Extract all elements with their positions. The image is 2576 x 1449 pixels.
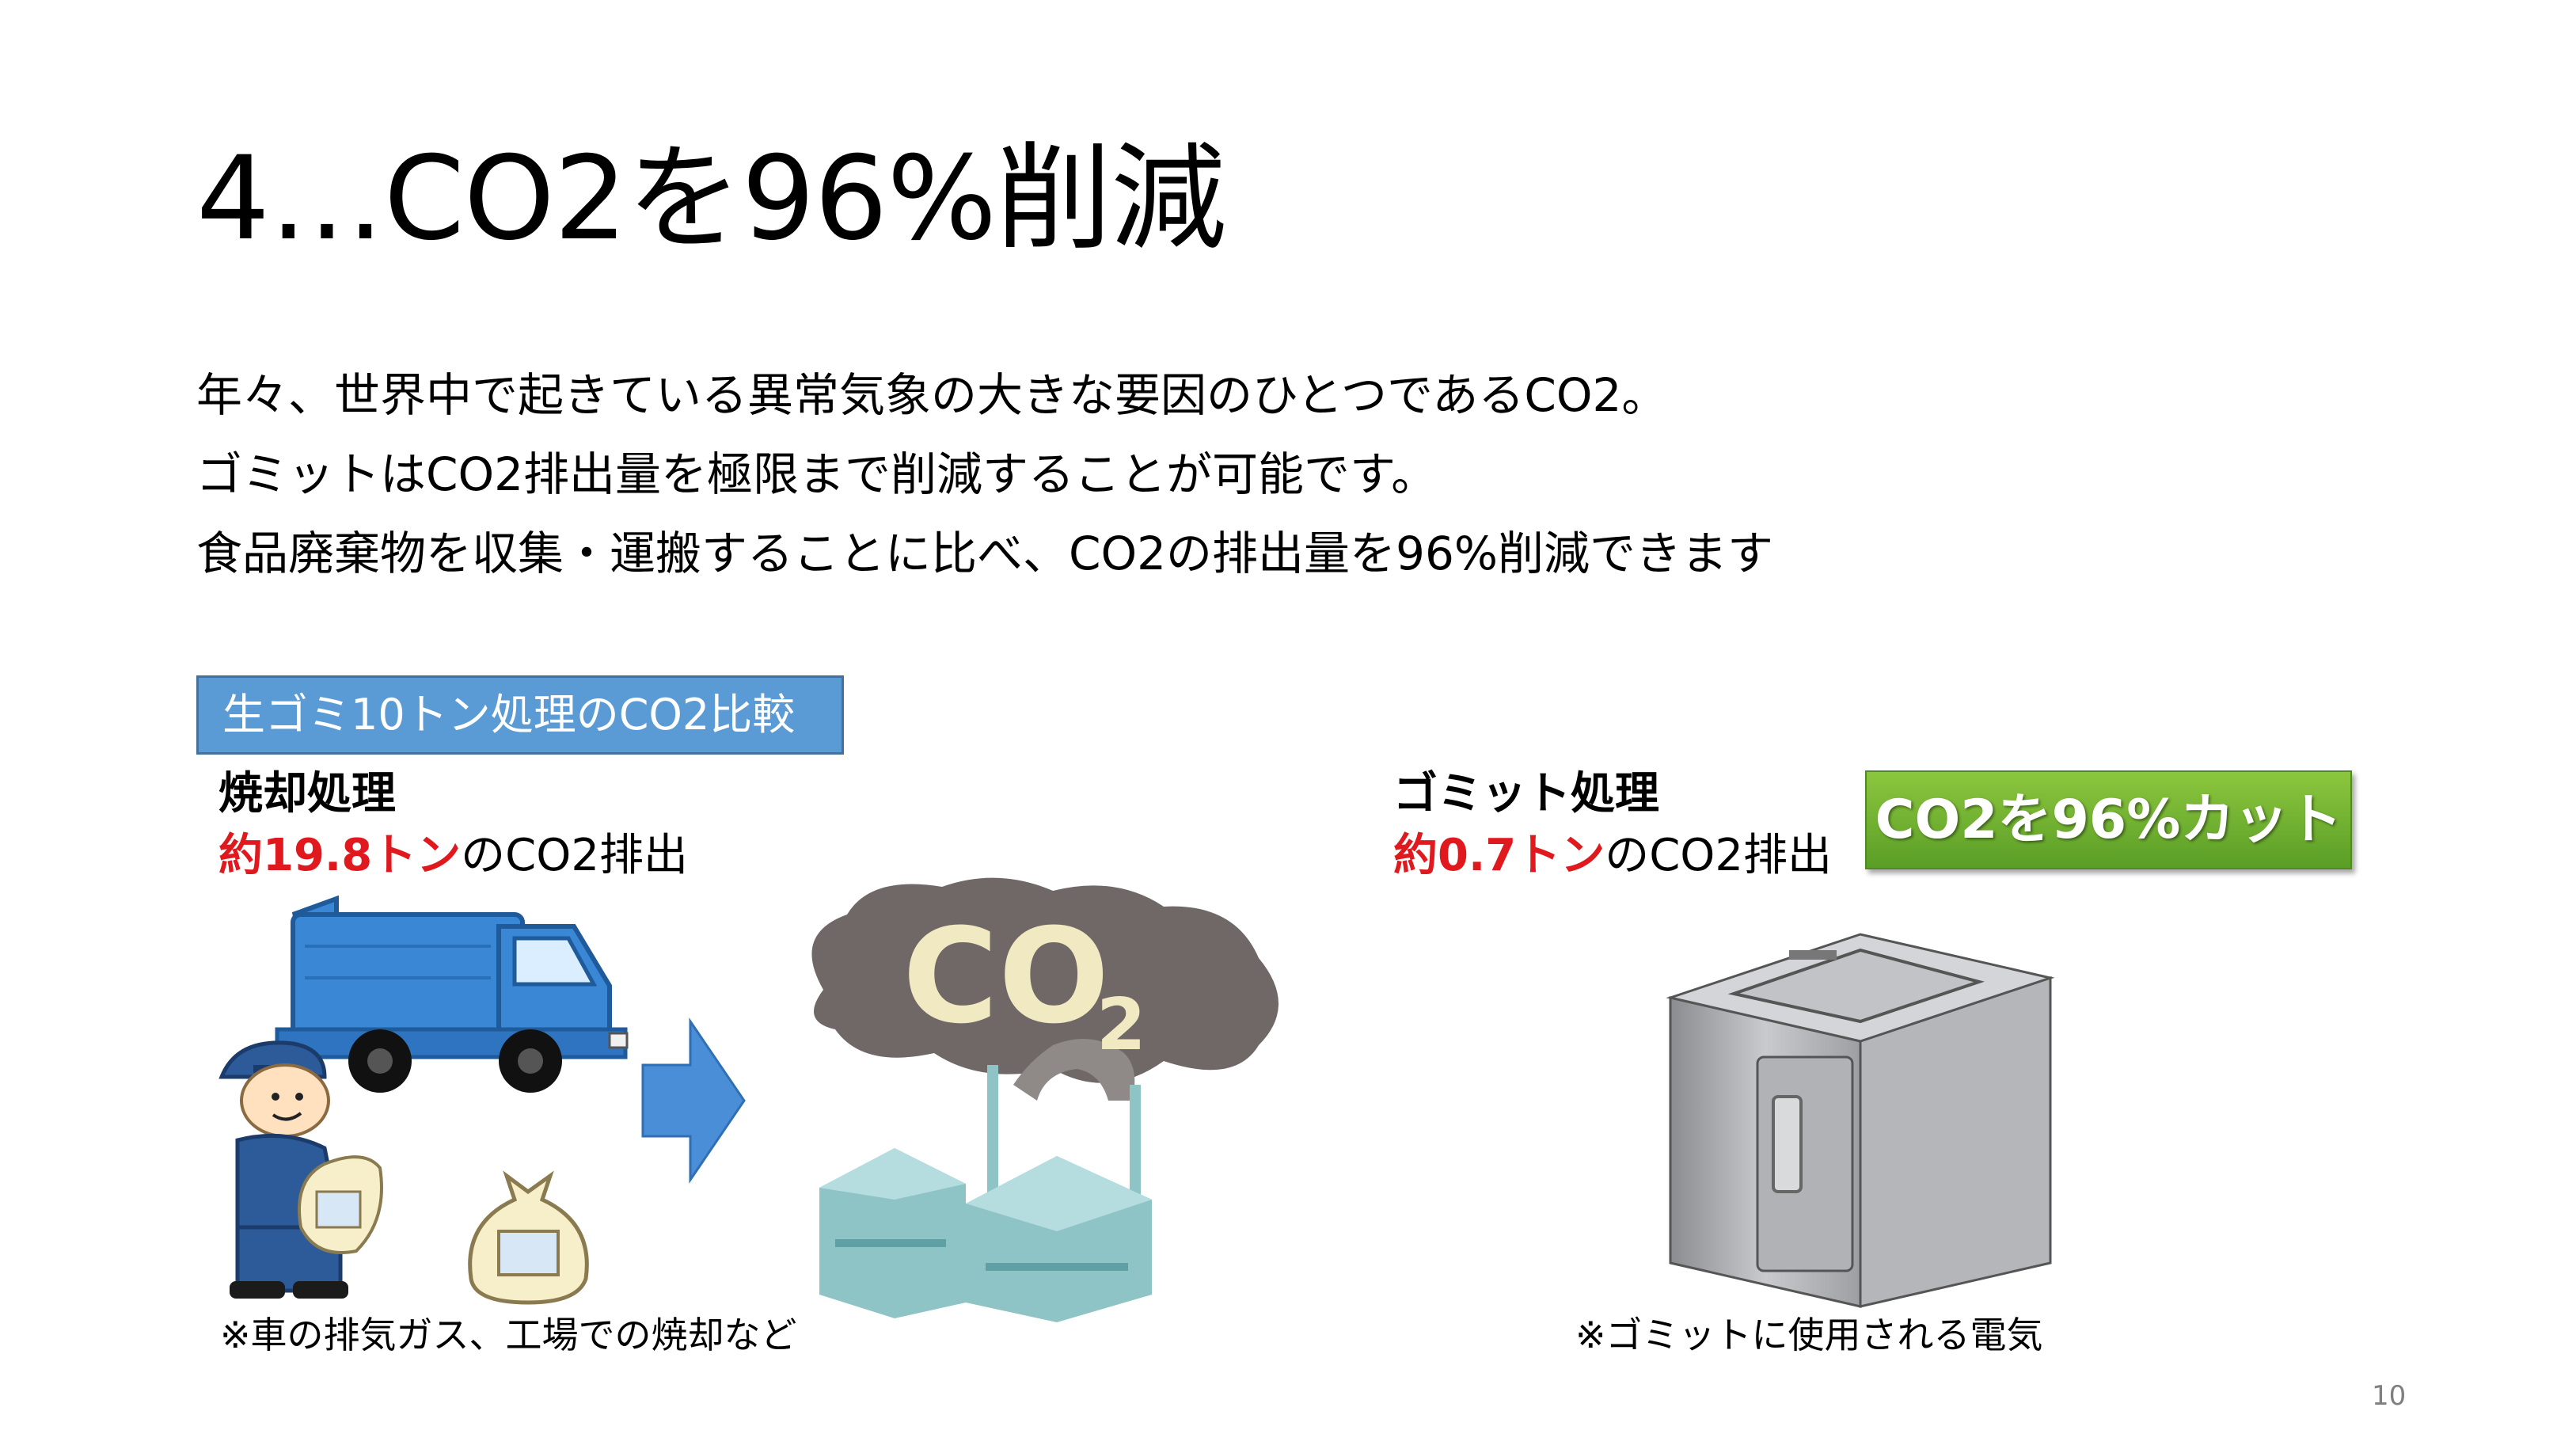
- sanitation-worker-icon: [218, 1040, 383, 1299]
- slide-title: 4…CO2を96%削減: [196, 131, 1226, 266]
- co2-cloud-icon: CO 2: [811, 877, 1279, 1101]
- gomit-footnote: ※ゴミットに使用される電気: [1575, 1314, 2043, 1356]
- incineration-title: 焼却処理: [218, 768, 396, 820]
- incineration-amount: 約19.8トン: [218, 830, 462, 881]
- arrow-right-icon: [641, 1017, 746, 1184]
- incineration-amount-suffix: のCO2排出: [461, 830, 688, 881]
- garbage-truck-icon: [275, 895, 629, 1093]
- co2-cut-badge: CO2を96%カット: [1865, 770, 2352, 869]
- incineration-amount-line: 約19.8トンのCO2排出: [218, 834, 688, 878]
- gomit-amount-suffix: のCO2排出: [1605, 830, 1833, 881]
- factory-icon: [819, 1065, 1152, 1322]
- gomit-amount-line: 約0.7トンのCO2排出: [1393, 834, 1832, 878]
- garbage-bag-icon: [468, 1170, 589, 1305]
- body-line-3: 食品廃棄物を収集・運搬することに比べ、CO2の排出量を96%削減できます: [196, 527, 1773, 580]
- page-number: 10: [2372, 1380, 2407, 1412]
- comparison-label: 生ゴミ10トン処理のCO2比較: [196, 675, 844, 755]
- gomit-amount: 約0.7トン: [1393, 830, 1605, 881]
- co2-cloud-label: CO: [902, 900, 1109, 1052]
- body-line-1: 年々、世界中で起きている異常気象の大きな要因のひとつであるCO2。: [196, 368, 1668, 422]
- co2-cloud-subscript: 2: [1096, 983, 1146, 1067]
- gomit-machine-icon: [1666, 933, 2055, 1308]
- incineration-footnote: ※車の排気ガス、工場での焼却など: [220, 1314, 797, 1356]
- gomit-title: ゴミット処理: [1393, 768, 1659, 820]
- body-line-2: ゴミットはCO2排出量を極限まで削減することが可能です。: [196, 447, 1438, 501]
